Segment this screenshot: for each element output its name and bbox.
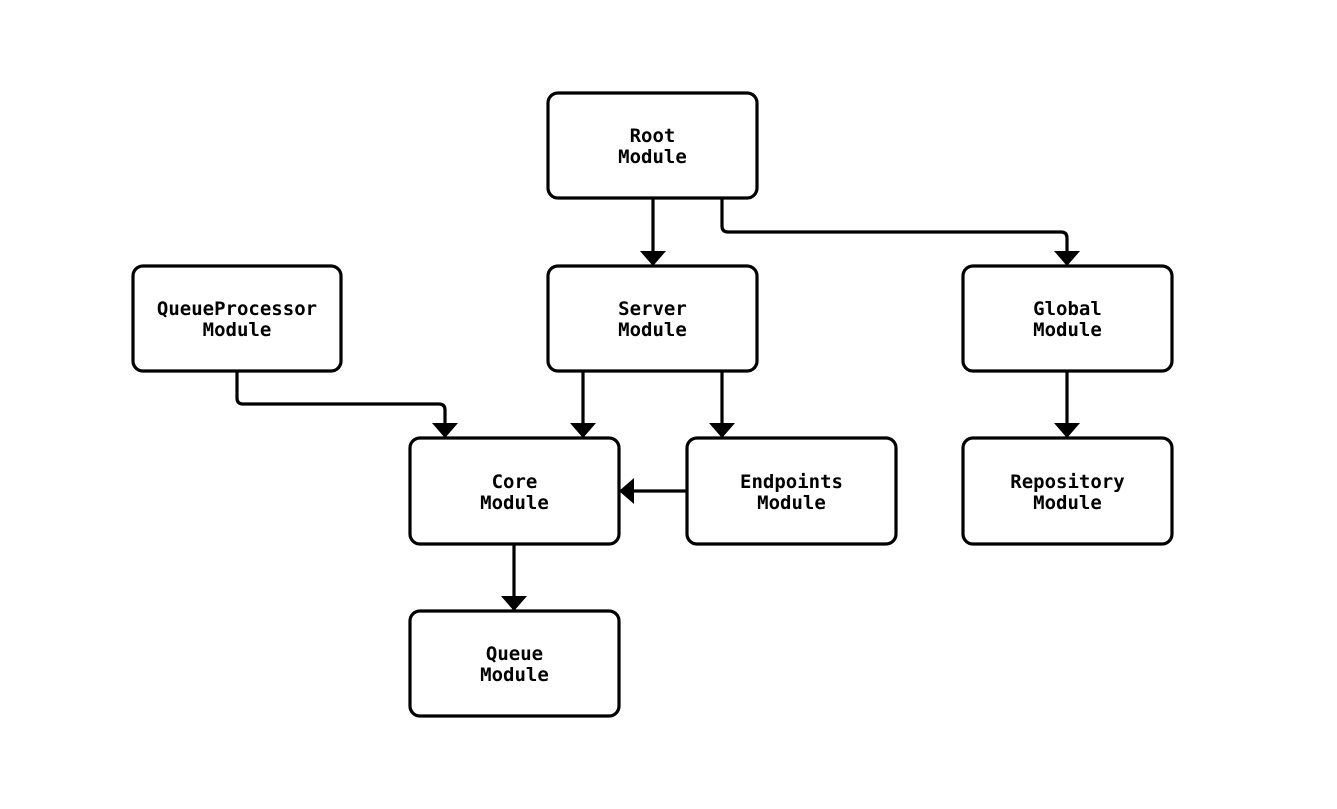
node-queueprocessor-module-label-line2: Module [203,319,272,341]
node-endpoints-module-label-line2: Module [757,492,826,514]
node-server-module: Server Module [546,264,759,373]
node-core-module-box [408,436,621,546]
node-root-module-label-line2: Module [618,146,687,168]
node-queue-module-label-line2: Module [480,664,549,686]
node-queue-module-box [408,609,621,718]
node-endpoints-module-label-line1: Endpoints [740,471,843,493]
node-queueprocessor-module-label-line1: QueueProcessor [157,298,317,320]
node-server-module-box [546,264,759,373]
node-core-module-label-line1: Core [492,471,538,493]
node-repository-module-label-line2: Module [1033,492,1102,514]
node-queueprocessor-module-box [131,264,343,373]
edge-layer [235,198,1080,611]
node-global-module-box [961,264,1174,373]
node-root-module: Root Module [546,91,759,200]
node-repository-module-box [961,436,1174,546]
edge-root-to-global [720,198,1080,266]
node-endpoints-module-box [685,436,898,546]
node-server-module-label-line1: Server [618,298,687,320]
node-queue-module-label-line1: Queue [486,643,543,665]
node-repository-module: Repository Module [961,436,1174,546]
node-queueprocessor-module: QueueProcessor Module [131,264,343,373]
node-root-module-box [546,91,759,200]
edge-queueprocessor-to-core [235,371,458,438]
node-root-module-label-line1: Root [630,125,676,147]
node-endpoints-module: Endpoints Module [685,436,898,546]
node-global-module-label-line2: Module [1033,319,1102,341]
node-layer: Root Module QueueProcessor Module Server… [131,91,1174,718]
node-global-module: Global Module [961,264,1174,373]
node-repository-module-label-line1: Repository [1010,471,1124,493]
node-core-module: Core Module [408,436,621,546]
node-core-module-label-line2: Module [480,492,549,514]
node-queue-module: Queue Module [408,609,621,718]
node-global-module-label-line1: Global [1033,298,1102,320]
node-server-module-label-line2: Module [618,319,687,341]
